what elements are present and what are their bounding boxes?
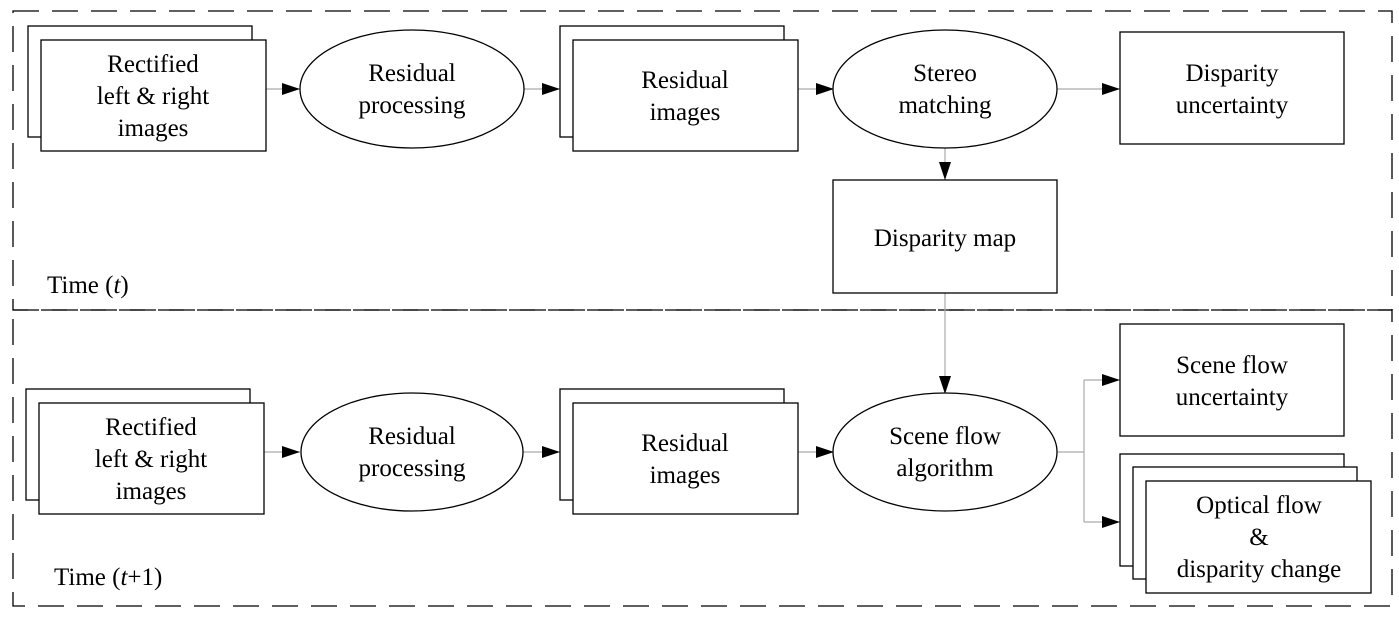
svg-text:images: images: [650, 462, 721, 489]
svg-text:Residual: Residual: [641, 430, 729, 457]
svg-text:Optical flow: Optical flow: [1196, 492, 1322, 519]
node-optical-flow-disparity-change: Optical flow & disparity change: [1119, 453, 1372, 594]
svg-text:left & right: left & right: [95, 446, 208, 473]
connectors: [264, 83, 1120, 528]
svg-text:processing: processing: [359, 92, 466, 119]
svg-text:Scene flow: Scene flow: [1176, 352, 1288, 379]
svg-text:uncertainty: uncertainty: [1176, 384, 1289, 411]
svg-text:Rectified: Rectified: [107, 51, 199, 78]
node-residual-processing-bottom: Residual processing: [300, 392, 524, 512]
node-scene-flow-uncertainty: Scene flow uncertainty: [1119, 323, 1345, 437]
svg-text:Disparity map: Disparity map: [874, 225, 1016, 252]
svg-text:&: &: [1249, 524, 1268, 551]
section-frame-time-t-plus-1: [12, 309, 1393, 607]
node-residual-images-top: Residual images: [559, 25, 799, 152]
svg-text:Residual: Residual: [368, 423, 456, 450]
node-disparity-uncertainty: Disparity uncertainty: [1119, 31, 1345, 145]
branch-connector-up: [1057, 380, 1085, 453]
svg-text:Residual: Residual: [368, 60, 456, 87]
svg-text:images: images: [116, 478, 187, 505]
svg-text:images: images: [650, 99, 721, 126]
svg-text:images: images: [118, 115, 189, 142]
node-residual-images-bottom: Residual images: [559, 388, 799, 515]
svg-text:matching: matching: [898, 92, 992, 119]
section-label-time-t-plus-1: Time (t+1): [54, 564, 162, 591]
svg-text:Rectified: Rectified: [105, 414, 197, 441]
node-scene-flow-algorithm: Scene flow algorithm: [832, 392, 1058, 512]
node-residual-processing-top: Residual processing: [299, 29, 525, 149]
svg-text:disparity change: disparity change: [1177, 556, 1342, 583]
svg-text:processing: processing: [359, 455, 466, 482]
node-rectified-images-bottom: Rectified left & right images: [25, 388, 265, 515]
svg-text:algorithm: algorithm: [896, 455, 994, 482]
section-frame-time-t: [12, 10, 1393, 311]
svg-text:Stereo: Stereo: [913, 60, 977, 87]
node-disparity-map: Disparity map: [832, 179, 1058, 294]
svg-text:uncertainty: uncertainty: [1176, 92, 1289, 119]
section-label-time-t: Time (t): [47, 272, 129, 299]
svg-text:Disparity: Disparity: [1185, 60, 1279, 87]
svg-text:Scene flow: Scene flow: [889, 423, 1001, 450]
node-rectified-images-top: Rectified left & right images: [27, 25, 267, 152]
svg-text:Residual: Residual: [641, 67, 729, 94]
svg-text:left & right: left & right: [97, 83, 210, 110]
node-stereo-matching: Stereo matching: [832, 29, 1058, 149]
